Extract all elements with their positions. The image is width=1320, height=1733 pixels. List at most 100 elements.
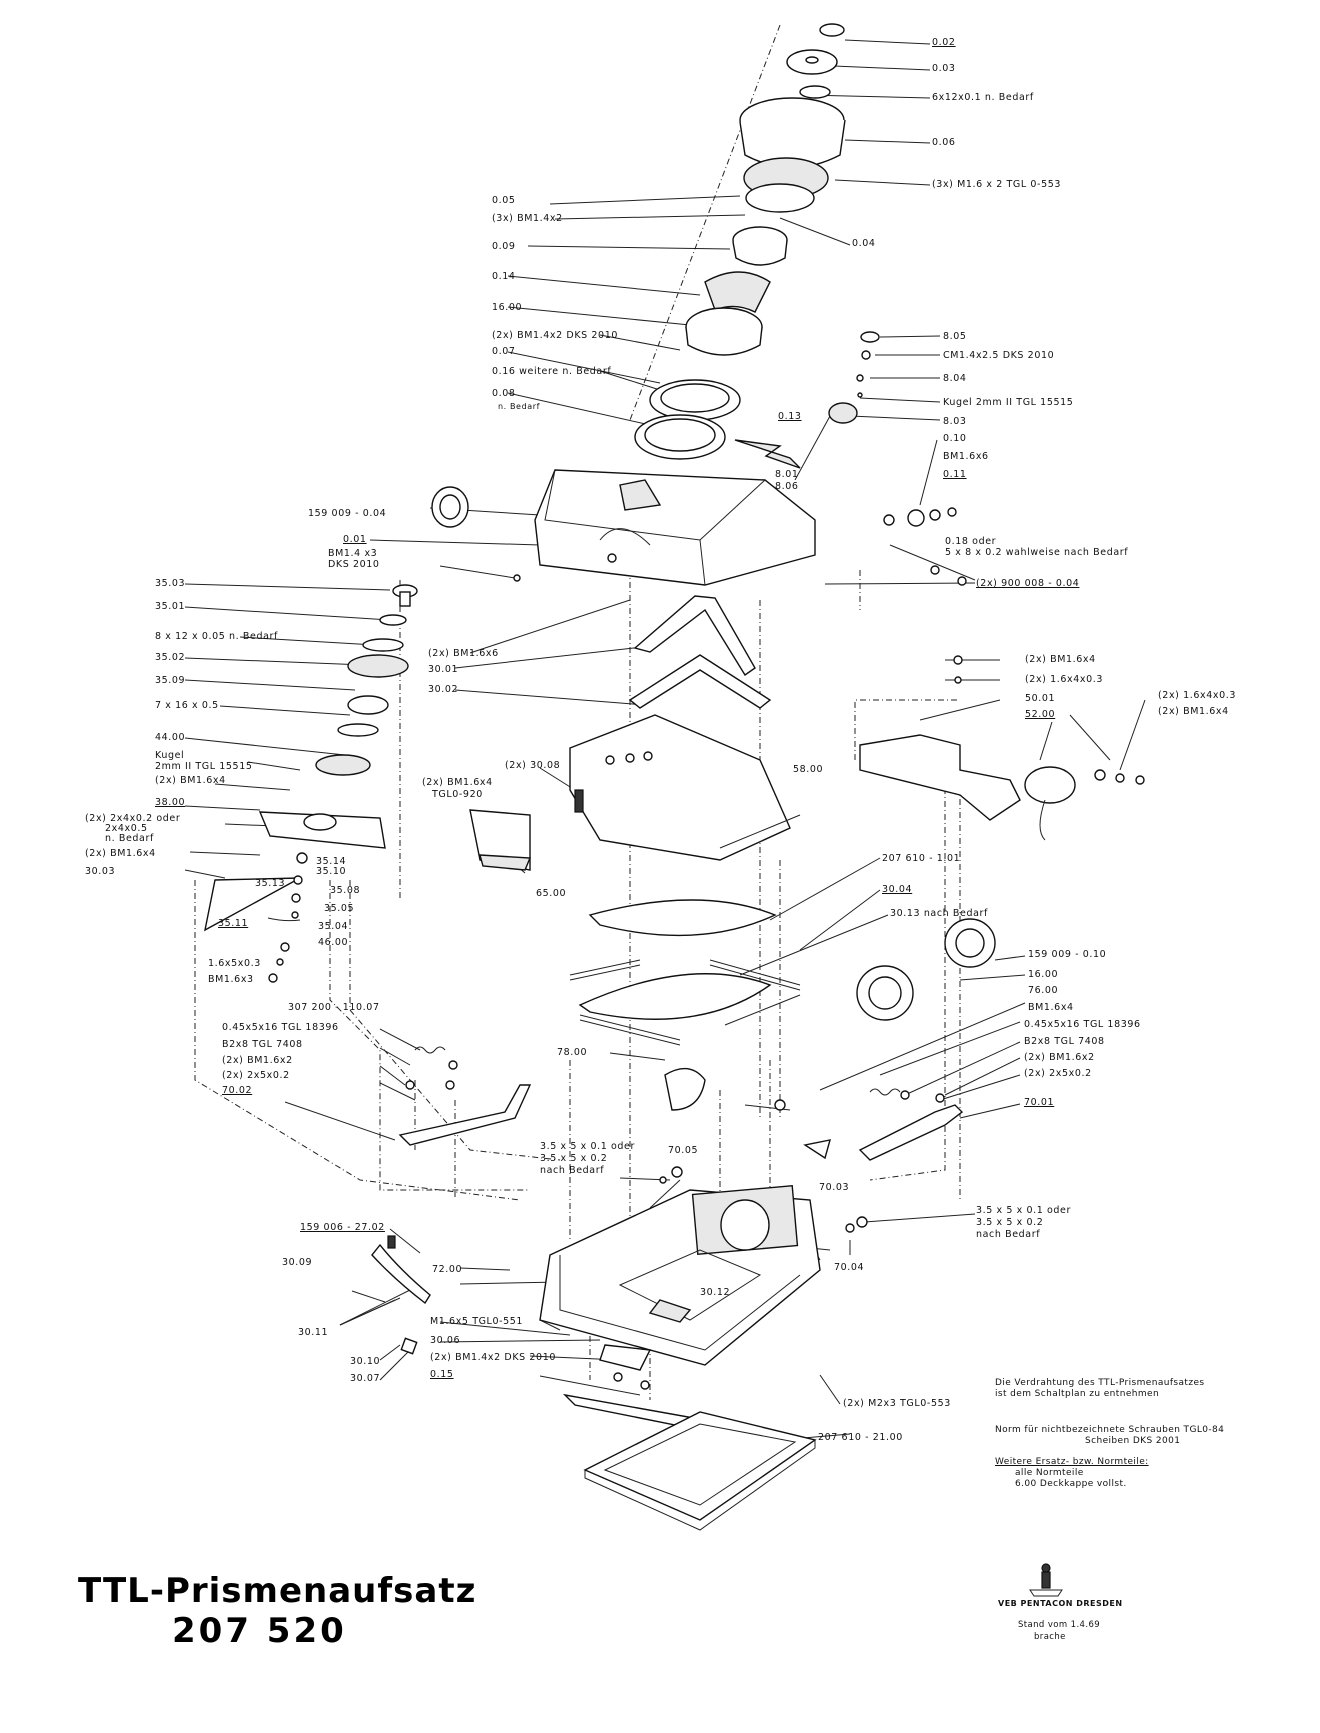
part-label: 3.5 x 5 x 0.1 oder	[976, 1205, 1071, 1216]
part-label: (2x) BM1.6x4	[1158, 706, 1229, 717]
part-label: 35.10	[316, 866, 347, 877]
part-label: 2mm II TGL 15515	[155, 761, 253, 772]
part-label: 8.03	[943, 416, 967, 427]
part-label: BM1.4 x3	[328, 548, 378, 559]
part-label: 35.04	[318, 921, 349, 932]
part-label: nach Bedarf	[540, 1165, 605, 1176]
part-label: 30.06	[430, 1335, 461, 1346]
prism-housing	[431, 469, 816, 586]
leader-lines	[184, 39, 1146, 1441]
part-label: 159 009 - 0.04	[308, 508, 387, 519]
part-label: 159 006 - 27.02	[300, 1222, 385, 1233]
part-label: 0.02	[932, 37, 956, 48]
part-label: 30.07	[350, 1373, 381, 1384]
part-label: Kugel	[155, 750, 185, 761]
part-label: (2x) 900 008 - 0.04	[976, 578, 1080, 589]
part-label: (2x) BM1.4x2 DKS 2010	[492, 330, 618, 341]
part-label: (2x) M2x3 TGL0-553	[843, 1398, 951, 1409]
part-label: (2x) BM1.4x2 DKS 2010	[430, 1352, 556, 1363]
part-label: 35.13	[255, 878, 286, 889]
lower-levers-and-springs	[398, 1046, 964, 1233]
part-label: 58.00	[793, 764, 824, 775]
part-label: 159 009 - 0.10	[1028, 949, 1107, 960]
note-line: Norm für nichtbezeichnete Schrauben TGL0…	[995, 1425, 1225, 1435]
part-label: 35.03	[155, 578, 186, 589]
revision-note: brache	[1034, 1632, 1066, 1642]
part-label: 70.01	[1024, 1097, 1055, 1108]
part-label: 35.02	[155, 652, 186, 663]
part-label: 307 200 - 110.07	[288, 1002, 380, 1013]
part-label: 70.04	[834, 1262, 865, 1273]
part-label: 38.00	[155, 797, 186, 808]
part-label: 30.02	[428, 684, 459, 695]
part-label: 0.01	[343, 534, 367, 545]
part-label: (3x) M1.6 x 2 TGL 0-553	[932, 179, 1062, 190]
part-label: (2x) BM1.6x2	[1024, 1052, 1095, 1063]
part-label: 35.05	[324, 903, 355, 914]
part-label: 35.14	[316, 856, 347, 867]
part-label: 0.14	[492, 271, 516, 282]
part-label: 35.09	[155, 675, 186, 686]
bracket-and-mirror-parts	[469, 595, 801, 871]
part-label: 8.04	[943, 373, 967, 384]
part-label: 0.06	[932, 137, 956, 148]
note-line: Weitere Ersatz- bzw. Normteile:	[995, 1457, 1149, 1467]
part-label: 5 x 8 x 0.2 wahlweise nach Bedarf	[945, 547, 1129, 558]
part-label: 0.10	[943, 433, 967, 444]
part-label: B2x8 TGL 7408	[1024, 1036, 1105, 1047]
part-label: 70.03	[819, 1182, 850, 1193]
focusing-screen-parts	[569, 899, 801, 1046]
part-label: Kugel 2mm II TGL 15515	[943, 397, 1074, 408]
part-label: (2x) 30.08	[505, 760, 561, 771]
part-label: (2x) BM1.6x6	[428, 648, 499, 659]
part-label: 65.00	[536, 888, 567, 899]
part-label: (2x) 1.6x4x0.3	[1025, 674, 1104, 685]
part-label: n. Bedarf	[105, 833, 154, 844]
part-label: 30.04	[882, 884, 913, 895]
part-label: 0.45x5x16 TGL 18396	[222, 1022, 339, 1033]
part-label: 30.09	[282, 1257, 313, 1268]
part-label: 30.03	[85, 866, 116, 877]
part-label: (2x) BM1.6x4	[85, 848, 156, 859]
part-label: 2x4x0.5	[105, 823, 148, 834]
left-stack-parts	[204, 584, 418, 983]
logo-mark	[1029, 1563, 1063, 1597]
part-label: (2x) 1.6x4x0.3	[1158, 690, 1237, 701]
part-label: 1.6x5x0.3	[208, 958, 261, 969]
part-label: 8.06	[775, 481, 799, 492]
part-label: M1.6x5 TGL0-551	[430, 1316, 524, 1327]
part-label: (2x) BM1.6x4	[155, 775, 226, 786]
part-label: 30.13 nach Bedarf	[890, 908, 988, 919]
part-label: 0.07	[492, 346, 516, 357]
part-label: 35.11	[218, 918, 249, 929]
part-label: 0.16 weitere n. Bedarf	[492, 366, 612, 377]
part-label: 0.45x5x16 TGL 18396	[1024, 1019, 1141, 1030]
part-label: 52.00	[1025, 709, 1056, 720]
part-label: 0.04	[852, 238, 876, 249]
part-label: nach Bedarf	[976, 1229, 1041, 1240]
part-label: 8 x 12 x 0.05 n. Bedarf	[155, 631, 278, 642]
part-label: 0.08	[492, 388, 516, 399]
part-label: BM1.6x4	[1028, 1002, 1074, 1013]
part-label: (2x) 2x5x0.2	[222, 1070, 290, 1081]
part-label: 0.15	[430, 1369, 454, 1380]
part-label: (3x) BM1.4x2	[492, 213, 563, 224]
assembly-axes	[194, 24, 961, 1400]
part-label: (2x) BM1.6x2	[222, 1055, 293, 1066]
part-label: (2x) 2x5x0.2	[1024, 1068, 1092, 1079]
part-label: 44.00	[155, 732, 186, 743]
part-label: BM1.6x6	[943, 451, 989, 462]
revision-date: Stand vom 1.4.69	[1018, 1620, 1101, 1630]
part-label: 207 610 - 1.01	[882, 853, 961, 864]
note-line: 6.00 Deckkappe vollst.	[1015, 1479, 1127, 1489]
note-line: ist dem Schaltplan zu entnehmen	[995, 1389, 1160, 1399]
right-viewfinder-parts	[856, 655, 1145, 1021]
part-label: 3.5 x 5 x 0.1 oder	[540, 1141, 635, 1152]
manufacturer-name: VEB PENTACON DRESDEN	[998, 1599, 1123, 1608]
part-label: 0.13	[778, 411, 802, 422]
part-label: DKS 2010	[328, 559, 380, 570]
lower-small-parts	[371, 1235, 708, 1429]
part-label: 30.11	[298, 1327, 329, 1338]
right-top-small-parts	[828, 331, 967, 586]
